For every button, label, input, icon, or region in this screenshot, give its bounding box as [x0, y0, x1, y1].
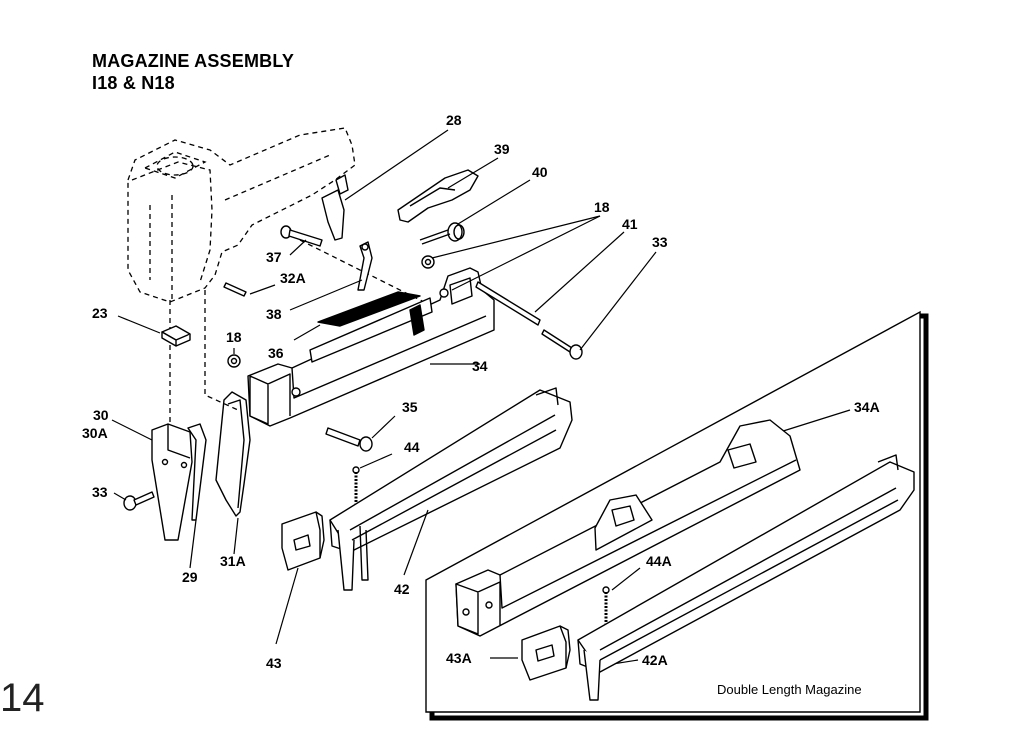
callout-41: 41 — [622, 216, 638, 232]
part-33-screw-lower — [123, 491, 155, 511]
part-36-plate — [317, 291, 421, 327]
callout-43A: 43A — [446, 650, 472, 666]
callout-44: 44 — [404, 439, 420, 455]
callout-32A: 32A — [280, 270, 306, 286]
part-34-magazine-housing — [247, 267, 495, 427]
leader-lines — [111, 129, 851, 667]
part-42-channel — [329, 387, 573, 591]
inset-caption: Double Length Magazine — [717, 682, 862, 697]
diagram-title: MAGAZINE ASSEMBLY — [92, 51, 295, 71]
part-32A-pin — [223, 282, 247, 297]
part-30-nose-piece — [151, 423, 193, 541]
part-41-rod — [475, 281, 541, 326]
part-33-bolt — [541, 329, 583, 360]
callout-33: 33 — [652, 234, 668, 250]
inset-frame — [425, 310, 929, 721]
part-18-nut — [421, 255, 435, 269]
part-43-pusher — [281, 511, 325, 571]
callout-36: 36 — [268, 345, 284, 361]
callout-35: 35 — [402, 399, 418, 415]
part-18-nut-lower — [227, 354, 241, 368]
callout-28: 28 — [446, 112, 462, 128]
part-37-screw — [280, 225, 323, 247]
callout-34A: 34A — [854, 399, 880, 415]
part-42A-double-channel — [577, 454, 915, 701]
part-40-spring — [419, 222, 465, 245]
callout-33-lower: 33 — [92, 484, 108, 500]
callout-38: 38 — [266, 306, 282, 322]
callout-37: 37 — [266, 249, 282, 265]
callout-44A: 44A — [646, 553, 672, 569]
callout-31A: 31A — [220, 553, 246, 569]
callout-23: 23 — [92, 305, 108, 321]
page-number: 14 — [0, 676, 45, 720]
part-35-bolt — [325, 427, 373, 452]
part-38-clip — [357, 241, 373, 291]
callout-40: 40 — [532, 164, 548, 180]
callout-34: 34 — [472, 358, 488, 374]
callout-43: 43 — [266, 655, 282, 671]
part-28-latch — [321, 174, 349, 241]
part-39-lever — [397, 169, 479, 223]
callout-30A: 30A — [82, 425, 108, 441]
part-23-block — [161, 325, 191, 347]
model-subtitle: I18 & N18 — [92, 73, 175, 93]
callout-42: 42 — [394, 581, 410, 597]
callout-39: 39 — [494, 141, 510, 157]
part-34A-double-housing — [455, 419, 801, 637]
callout-labels: 28 39 40 18 41 33 37 32A 38 23 18 36 34 … — [82, 112, 880, 671]
callout-29: 29 — [182, 569, 198, 585]
part-43A-pusher — [521, 625, 571, 681]
tool-body-outline — [127, 127, 481, 430]
callout-18: 18 — [594, 199, 610, 215]
callout-30: 30 — [93, 407, 109, 423]
part-31A-wire-spring — [215, 391, 251, 517]
callout-18-lower: 18 — [226, 329, 242, 345]
callout-42A: 42A — [642, 652, 668, 668]
